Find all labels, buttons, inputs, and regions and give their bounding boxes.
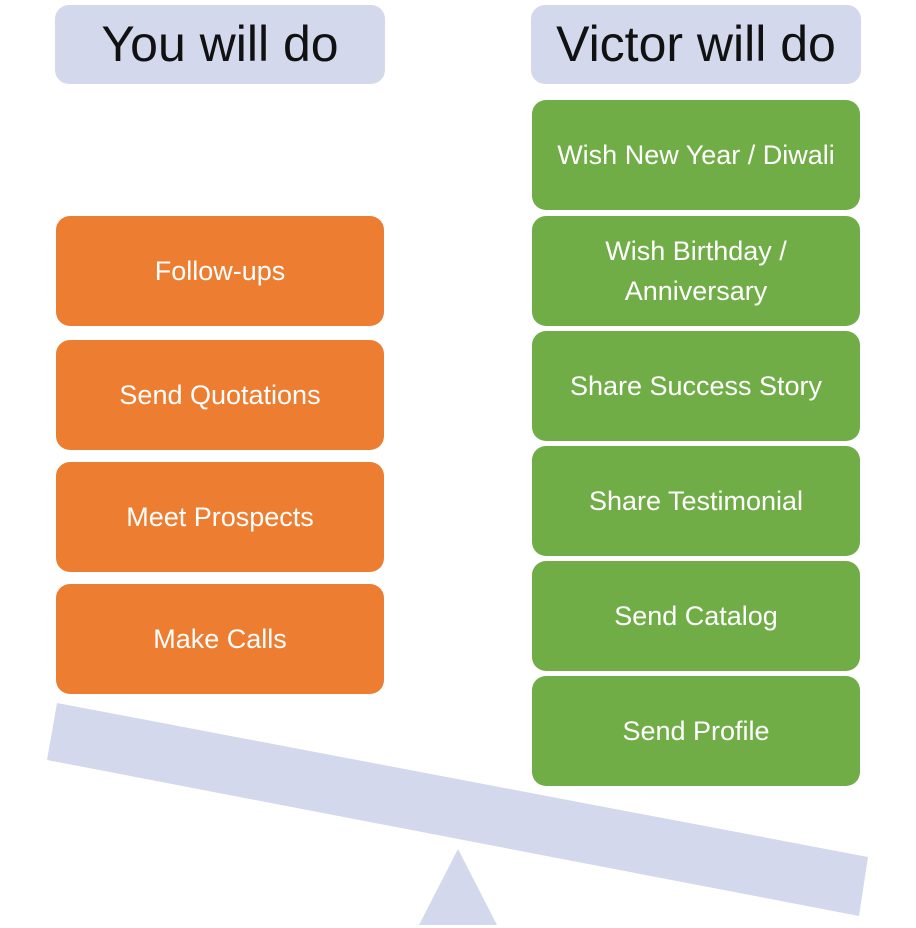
task-box-share-testimonial: Share Testimonial — [532, 446, 860, 556]
task-box-meet-prospects: Meet Prospects — [56, 462, 384, 572]
task-box-make-calls: Make Calls — [56, 584, 384, 694]
task-box-send-quotations: Send Quotations — [56, 340, 384, 450]
fulcrum-triangle — [419, 849, 497, 925]
you-will-do-header: You will do — [55, 5, 385, 84]
task-box-wish-birthday-anniversary: Wish Birthday / Anniversary — [532, 216, 860, 326]
victor-will-do-header: Victor will do — [531, 5, 861, 84]
task-box-share-success-story: Share Success Story — [532, 331, 860, 441]
task-box-send-catalog: Send Catalog — [532, 561, 860, 671]
task-box-send-profile: Send Profile — [532, 676, 860, 786]
task-box-wish-new-year-diwali: Wish New Year / Diwali — [532, 100, 860, 210]
task-box-follow-ups: Follow-ups — [56, 216, 384, 326]
balance-beam — [47, 703, 868, 916]
